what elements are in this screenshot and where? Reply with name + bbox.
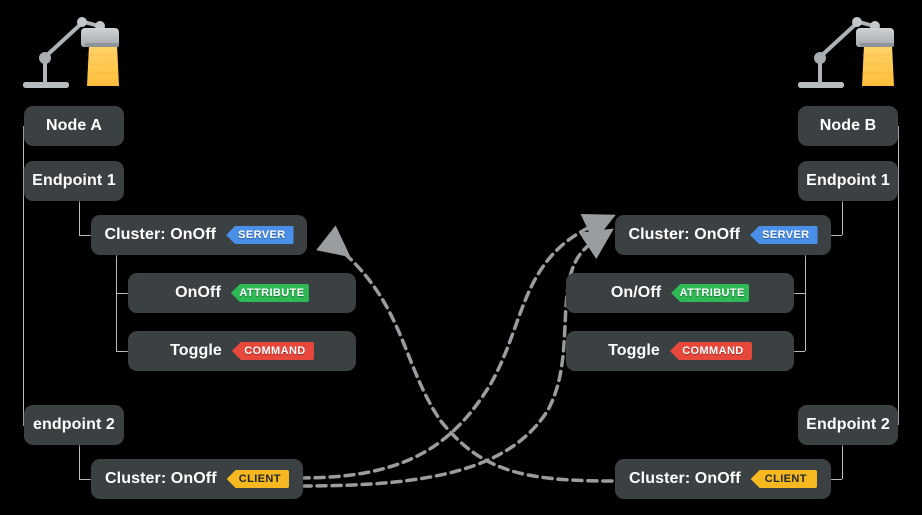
right-endpoint-2-box[interactable]: Endpoint 2	[798, 405, 898, 445]
left-cluster-onoff-client-box[interactable]: Cluster: OnOff CLIENT	[91, 459, 303, 499]
right-command-label: Toggle	[608, 342, 660, 359]
right-endpoint-1-box[interactable]: Endpoint 1	[798, 161, 898, 201]
server-badge-right: SERVER	[750, 226, 818, 244]
left-stub-command	[116, 351, 128, 352]
right-endpoint-1-label: Endpoint 1	[806, 172, 890, 189]
right-stub-attribute	[793, 293, 805, 294]
left-endpoint-1-label: Endpoint 1	[32, 172, 116, 189]
left-attribute-label: OnOff	[175, 284, 221, 301]
left-cluster-client-label: Cluster: OnOff	[105, 470, 217, 487]
right-endpoint1-drop	[842, 201, 843, 235]
desk-lamp-icon-right	[795, 5, 905, 100]
right-cluster-onoff-server-box[interactable]: Cluster: OnOff SERVER	[615, 215, 831, 255]
server-badge-left: SERVER	[226, 226, 294, 244]
right-attribute-label: On/Off	[610, 284, 662, 301]
command-badge-left: COMMAND	[231, 342, 314, 360]
left-stub-cluster-server	[79, 235, 91, 236]
right-trunk-line	[898, 126, 899, 425]
left-endpoint-1-box[interactable]: Endpoint 1	[24, 161, 124, 201]
left-endpoint-2-box[interactable]: endpoint 2	[24, 405, 124, 445]
right-cluster-client-label: Cluster: OnOff	[629, 470, 741, 487]
right-cluster-onoff-client-box[interactable]: Cluster: OnOff CLIENT	[615, 459, 831, 499]
left-cluster-onoff-server-box[interactable]: Cluster: OnOff SERVER	[91, 215, 307, 255]
left-stub-cluster-client	[79, 479, 91, 480]
right-stub-command	[793, 351, 805, 352]
left-cluster-server-label: Cluster: OnOff	[104, 226, 217, 243]
right-stub-cluster-client	[830, 479, 842, 480]
left-command-toggle-box[interactable]: Toggle COMMAND	[128, 331, 356, 371]
right-cluster-server-label: Cluster: OnOff	[628, 226, 741, 243]
right-stub-cluster-server	[830, 235, 842, 236]
left-stub-attribute	[116, 293, 128, 294]
right-attribute-onoff-box[interactable]: On/Off ATTRIBUTE	[566, 273, 794, 313]
right-endpoint-2-label: Endpoint 2	[806, 416, 890, 433]
node-b-box[interactable]: Node B	[798, 106, 898, 146]
client-badge-right: CLIENT	[750, 470, 817, 488]
node-b-label: Node B	[819, 117, 877, 134]
left-cluster-trunk	[116, 255, 117, 351]
right-command-toggle-box[interactable]: Toggle COMMAND	[566, 331, 794, 371]
left-command-label: Toggle	[170, 342, 222, 359]
client-badge-left: CLIENT	[226, 470, 289, 488]
node-a-label: Node A	[45, 117, 102, 134]
node-a-box[interactable]: Node A	[24, 106, 124, 146]
right-endpoint2-drop	[842, 445, 843, 479]
left-endpoint1-drop	[79, 201, 80, 235]
left-attribute-onoff-box[interactable]: OnOff ATTRIBUTE	[128, 273, 356, 313]
left-trunk-line	[23, 126, 24, 425]
attribute-badge-left: ATTRIBUTE	[230, 284, 309, 302]
left-endpoint-2-label: endpoint 2	[33, 416, 115, 433]
desk-lamp-icon-left	[20, 5, 130, 100]
command-badge-right: COMMAND	[669, 342, 752, 360]
attribute-badge-right: ATTRIBUTE	[671, 284, 750, 302]
right-cluster-trunk	[805, 255, 806, 351]
left-endpoint2-drop	[79, 445, 80, 479]
